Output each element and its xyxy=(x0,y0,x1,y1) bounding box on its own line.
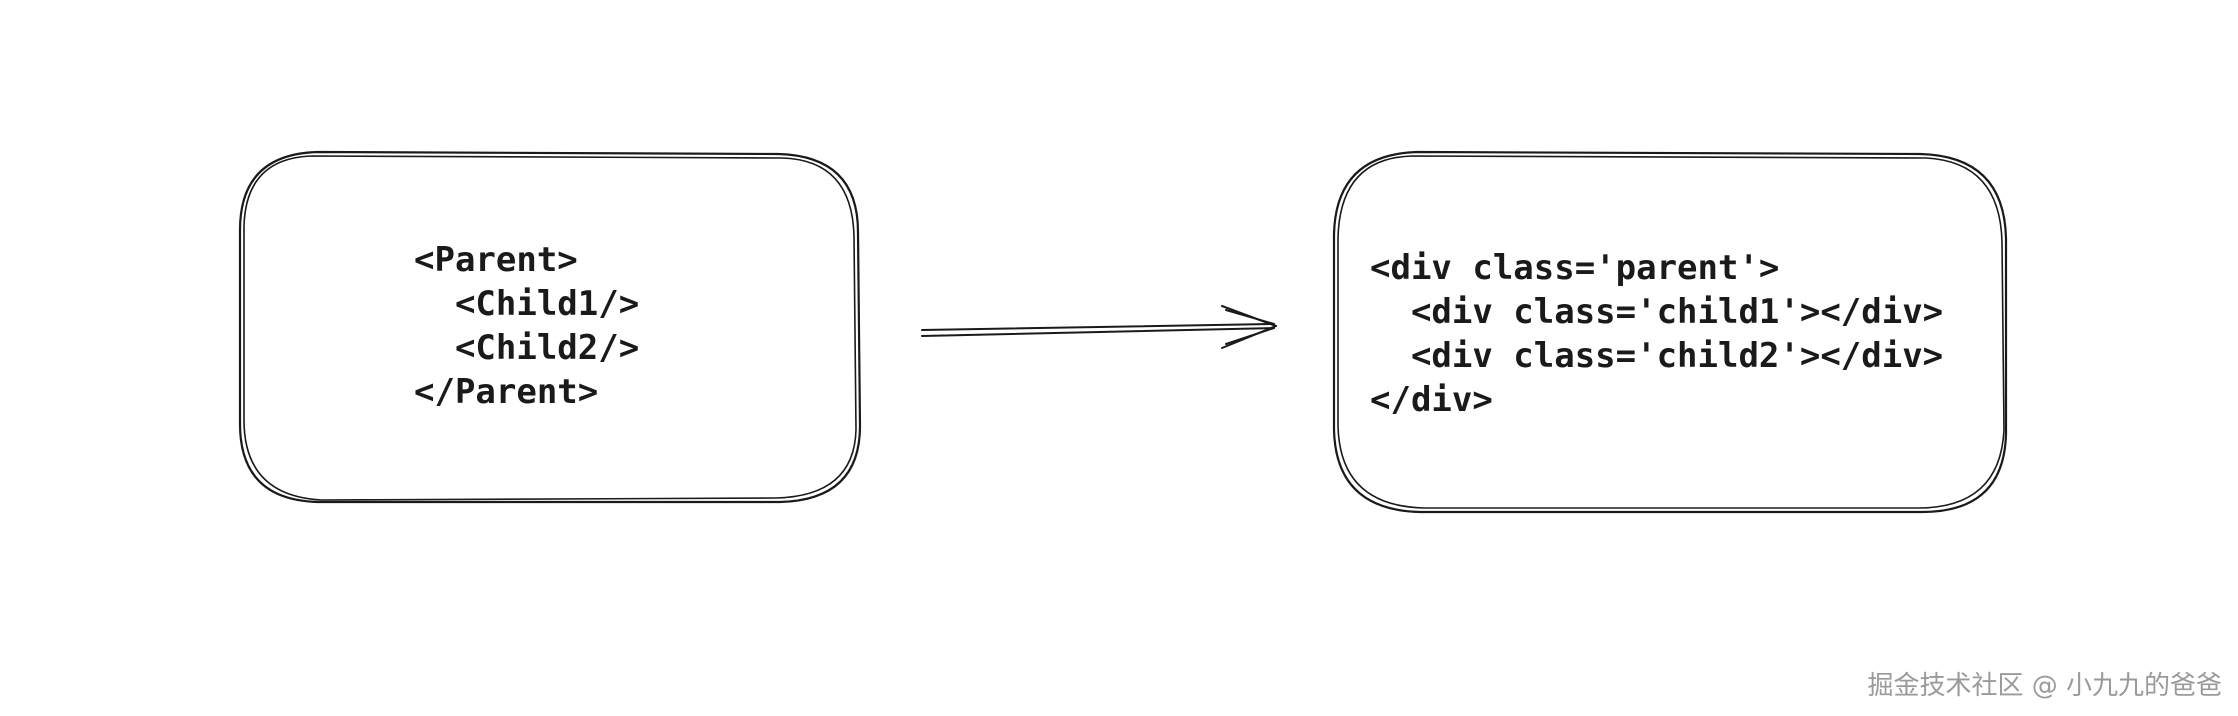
arrow-head-upper-sketch xyxy=(1225,309,1275,325)
source-box xyxy=(238,150,862,504)
source-code-line: <Parent> xyxy=(414,240,578,280)
source-code-line: <Child2/> xyxy=(414,328,640,368)
transform-arrow xyxy=(921,305,1277,349)
target-code-line: <div class='parent'> xyxy=(1370,248,1780,288)
arrow-shaft-sketch xyxy=(921,327,1275,337)
source-box-outline-sketch xyxy=(243,155,857,501)
target-box-outline xyxy=(1332,150,2008,514)
target-code-block: <div class='parent'> <div class='child1'… xyxy=(1370,246,1943,422)
target-code-line: <div class='child2'></div> xyxy=(1370,336,1944,376)
source-code-line: </Parent> xyxy=(414,372,599,412)
source-box-outline xyxy=(238,150,862,504)
arrow-shaft xyxy=(921,323,1275,331)
arrow-head-lower-sketch xyxy=(1225,327,1275,345)
watermark: 掘金技术社区 @ 小九九的爸爸 xyxy=(1867,671,2222,701)
target-box xyxy=(1332,150,2008,514)
source-code-line: <Child1/> xyxy=(414,284,640,324)
source-code-block: <Parent> <Child1/> <Child2/></Parent> xyxy=(414,238,639,414)
target-code-line: <div class='child1'></div> xyxy=(1370,292,1944,332)
target-box-outline-sketch xyxy=(1337,155,2005,509)
target-code-line: </div> xyxy=(1370,380,1493,420)
